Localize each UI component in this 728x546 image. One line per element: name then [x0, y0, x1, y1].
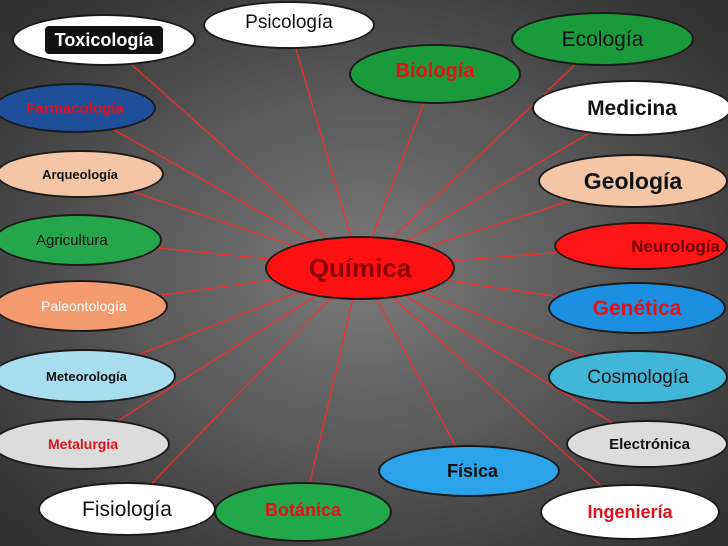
- node-label-cosmologia: Cosmología: [587, 366, 689, 388]
- node-label-farmacologia: Farmacología: [26, 99, 124, 117]
- node-label-psicologia: Psicología: [245, 12, 333, 33]
- node-label-ecologia: Ecología: [561, 27, 644, 51]
- node-label-botanica: Botánica: [264, 500, 342, 520]
- connector-toxicologia: [103, 39, 361, 269]
- node-label-agricultura: Agricultura: [36, 231, 108, 249]
- connector-psicologia: [288, 24, 361, 269]
- node-agricultura: Agricultura: [0, 214, 162, 266]
- node-toxicologia: Toxicología: [12, 14, 196, 66]
- node-paleontologia: Paleontología: [0, 280, 168, 332]
- node-label-quimica: Química: [308, 253, 412, 283]
- connector-ecologia: [359, 38, 603, 269]
- node-label-toxicologia: Toxicología: [44, 26, 164, 54]
- node-label-meteorologia: Meteorología: [46, 368, 127, 384]
- node-electronica: Electrónica: [566, 420, 728, 468]
- node-meteorologia: Meteorología: [0, 349, 176, 403]
- node-label-metalurgia: Metalurgia: [48, 436, 119, 452]
- connector-botanica: [302, 267, 361, 513]
- node-neurologia: Neurología: [554, 222, 728, 270]
- node-label-electronica: Electrónica: [609, 435, 690, 453]
- connector-metalurgia: [80, 267, 361, 445]
- connector-fisiologia: [126, 267, 361, 510]
- node-label-arqueologia: Arqueología: [42, 166, 118, 182]
- node-arqueologia: Arqueología: [0, 150, 164, 198]
- connector-fisica: [359, 267, 470, 472]
- node-ingenieria: Ingeniería: [540, 484, 720, 540]
- node-label-fisica: Física: [446, 461, 498, 481]
- node-genetica: Genética: [548, 282, 726, 334]
- node-farmacologia: Farmacología: [0, 83, 156, 133]
- node-label-genetica: Genética: [592, 296, 682, 320]
- connector-ingenieria: [359, 267, 631, 513]
- node-fisiologia: Fisiología: [38, 482, 216, 536]
- node-quimica: Química: [265, 236, 455, 300]
- node-biologia: Biología: [349, 44, 521, 104]
- node-botanica: Botánica: [214, 482, 392, 542]
- node-label-biologia: Biología: [395, 60, 475, 82]
- node-medicina: Medicina: [532, 80, 728, 136]
- node-geologia: Geología: [538, 154, 728, 208]
- node-fisica: Física: [378, 445, 560, 497]
- node-cosmologia: Cosmología: [548, 350, 728, 404]
- node-label-ingenieria: Ingeniería: [587, 502, 673, 522]
- node-metalurgia: Metalurgia: [0, 418, 170, 470]
- node-label-medicina: Medicina: [587, 96, 677, 120]
- node-label-fisiologia: Fisiología: [82, 497, 172, 521]
- node-label-neurologia: Neurología: [631, 236, 720, 256]
- node-label-geologia: Geología: [583, 167, 683, 194]
- node-psicologia: Psicología: [203, 1, 375, 49]
- node-ecologia: Ecología: [511, 12, 694, 66]
- connector-electronica: [359, 267, 648, 445]
- node-label-paleontologia: Paleontología: [41, 298, 127, 314]
